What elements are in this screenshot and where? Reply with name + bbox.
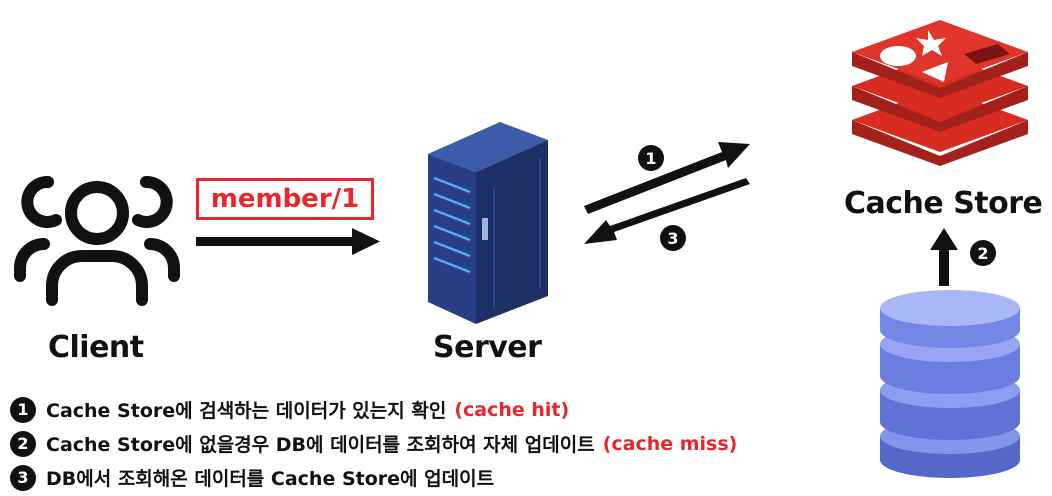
lookup-arrow <box>584 142 750 214</box>
cache-store-label: Cache Store <box>844 186 1043 221</box>
note-tag: (cache hit) <box>454 398 570 421</box>
note-number: 3 <box>10 464 36 491</box>
step-1-badge: 1 <box>638 145 664 171</box>
users-icon <box>14 176 180 306</box>
db-to-cache-arrow <box>930 228 958 286</box>
client-label: Client <box>48 330 144 365</box>
return-arrow <box>584 178 750 244</box>
note-row-1: 1 Cache Store에 검색하는 데이터가 있는지 확인 (cache h… <box>10 396 569 423</box>
note-number: 2 <box>10 430 36 457</box>
database-icon <box>880 290 1020 478</box>
note-number: 1 <box>10 396 36 423</box>
server-rack-icon <box>428 122 548 324</box>
request-path-box: member/1 <box>196 178 374 220</box>
step-2-badge: 2 <box>970 240 996 266</box>
server-label: Server <box>433 330 542 365</box>
note-row-2: 2 Cache Store에 없을경우 DB에 데이터를 조회하여 자체 업데이… <box>10 430 737 457</box>
note-text: Cache Store에 검색하는 데이터가 있는지 확인 <box>46 400 447 422</box>
redis-stack-icon <box>852 20 1028 166</box>
request-arrow <box>196 228 380 255</box>
note-text: Cache Store에 없을경우 DB에 데이터를 조회하여 자체 업데이트 <box>46 434 595 456</box>
note-row-3: 3 DB에서 조회해온 데이터를 Cache Store에 업데이트 <box>10 464 494 491</box>
note-text: DB에서 조회해온 데이터를 Cache Store에 업데이트 <box>46 468 495 490</box>
note-tag: (cache miss) <box>602 432 738 455</box>
step-3-badge: 3 <box>660 225 686 251</box>
